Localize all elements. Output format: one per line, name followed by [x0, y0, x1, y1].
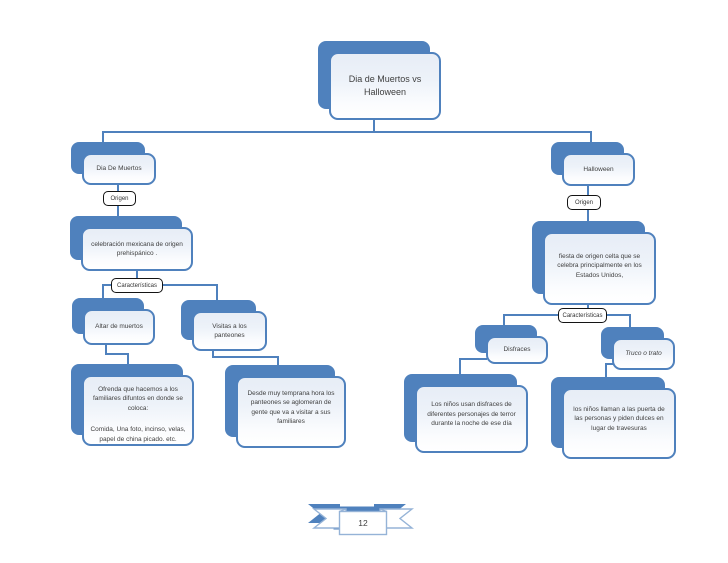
ribbon-body — [311, 508, 415, 536]
node-ofrenda: Ofrenda que hacemos a los familiares dif… — [82, 375, 194, 446]
connector — [102, 284, 104, 299]
node-label: Disfraces — [503, 346, 531, 354]
node-label: Desde muy temprana hora los panteones se… — [247, 389, 335, 425]
connector — [503, 314, 559, 316]
page-number: 12 — [358, 518, 368, 528]
connector — [105, 345, 107, 355]
connector — [459, 358, 461, 376]
connector — [459, 358, 487, 360]
page-number-ribbon: 12 — [308, 504, 415, 536]
tag-label: Características — [116, 282, 157, 289]
connector — [102, 284, 113, 286]
connector — [277, 356, 279, 367]
connector — [127, 353, 129, 365]
connector — [117, 185, 119, 228]
node-halloween: Halloween — [562, 153, 635, 186]
connector — [212, 356, 279, 358]
node-label: Comida, Una foto, incinso, velas, papel … — [90, 426, 186, 443]
connector — [136, 271, 138, 280]
connector — [606, 314, 631, 316]
node-label: Halloween — [583, 165, 614, 173]
tag-label: Origen — [110, 195, 129, 202]
connector — [605, 363, 607, 380]
tag-caracteristicas-left: Características — [111, 278, 163, 293]
node-label: Dia De Muertos — [96, 165, 142, 173]
node-visitas-panteones: Visitas a los panteones — [192, 311, 267, 351]
node-label: fiesta de origen celta que se celebra pr… — [557, 252, 642, 279]
connector — [587, 305, 589, 310]
node-root-title: Dia de Muertos vs Halloween — [329, 52, 441, 120]
connector — [605, 363, 614, 365]
tag-origen-right: Origen — [567, 195, 601, 210]
connector — [212, 351, 214, 358]
node-truco-o-trato: Truco o trato — [612, 338, 675, 370]
node-label: Los niños usan disfraces de diferentes p… — [427, 401, 516, 428]
connector — [105, 353, 129, 355]
connector — [373, 120, 375, 133]
connector — [590, 131, 592, 143]
node-ninos-disfraces: Los niños usan disfraces de diferentes p… — [415, 385, 528, 453]
node-ninos-dulces: los niños llaman a las puerta de las per… — [562, 388, 676, 459]
node-desde-temprana: Desde muy temprana hora los panteones se… — [236, 376, 346, 448]
node-disfraces: Disfraces — [486, 336, 548, 364]
node-celebracion: celebración mexicana de origen prehispán… — [81, 227, 193, 271]
node-label: Visitas a los panteones — [212, 322, 247, 339]
node-label: Ofrenda que hacemos a los familiares dif… — [93, 386, 183, 412]
node-label: los niños llaman a las puerta de las per… — [573, 405, 665, 432]
node-label: Altar de muertos — [95, 323, 143, 331]
tag-origen-left: Origen — [103, 191, 136, 206]
connector — [216, 284, 218, 301]
node-fiesta-celta: fiesta de origen celta que se celebra pr… — [543, 232, 656, 305]
tag-caracteristicas-right: Características — [558, 308, 607, 323]
connector — [102, 131, 104, 143]
connector — [162, 284, 218, 286]
connector — [102, 131, 592, 133]
tag-label: Características — [562, 312, 603, 319]
node-label: celebración mexicana de origen prehispán… — [91, 240, 183, 257]
node-dia-de-muertos: Dia De Muertos — [82, 153, 156, 185]
connector — [629, 314, 631, 328]
node-label: Truco o trato — [625, 350, 662, 358]
connector — [503, 314, 505, 326]
tag-label: Origen — [574, 199, 593, 206]
root-title-label: Dia de Muertos vs Halloween — [348, 73, 422, 98]
node-altar-de-muertos: Altar de muertos — [83, 309, 155, 345]
